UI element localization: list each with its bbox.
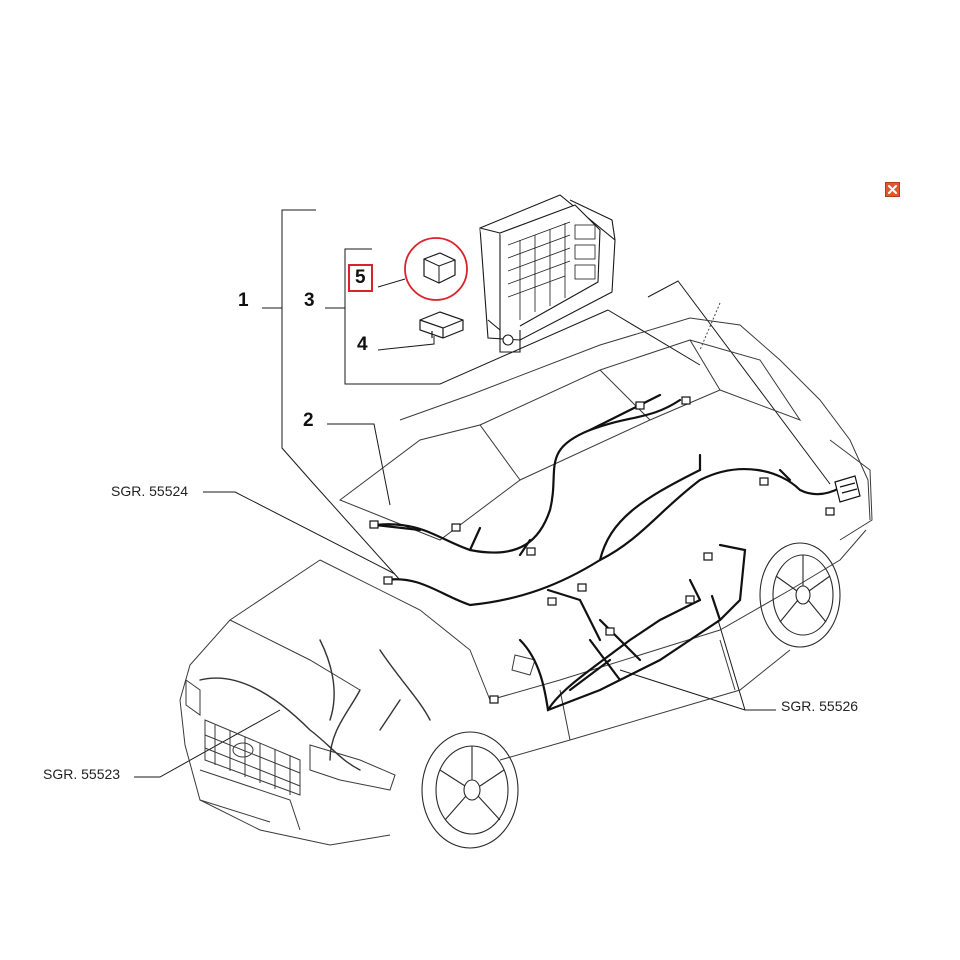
- fuse-box-part-3: [479, 194, 616, 353]
- wiring-harness-front: [383, 453, 852, 607]
- wiring-harness-55526: [518, 543, 747, 712]
- harness-connectors: [369, 396, 835, 704]
- callout-2: 2: [303, 410, 314, 431]
- wiring-harness-2: [373, 393, 682, 557]
- callout-4: 4: [357, 334, 368, 355]
- rear-connector-block: [834, 475, 861, 503]
- callout-3: 3: [304, 290, 315, 311]
- car-body-outline: [179, 317, 873, 846]
- wiring-harness-55523: [199, 639, 431, 771]
- group-label-55523: SGR. 55523: [43, 766, 121, 782]
- antenna: [699, 302, 721, 351]
- group-label-55524: SGR. 55524: [111, 483, 189, 499]
- fuse-part-4: [419, 311, 464, 339]
- close-icon: [888, 185, 897, 194]
- leader-lines: [134, 209, 831, 778]
- group-label-55526: SGR. 55526: [781, 698, 859, 714]
- callout-1: 1: [238, 290, 249, 311]
- relay-part-5: [404, 237, 468, 301]
- rear-wheel: [759, 542, 841, 648]
- callout-5-highlighted: 5: [348, 264, 373, 292]
- close-button[interactable]: [885, 182, 900, 197]
- front-wheel: [421, 731, 519, 849]
